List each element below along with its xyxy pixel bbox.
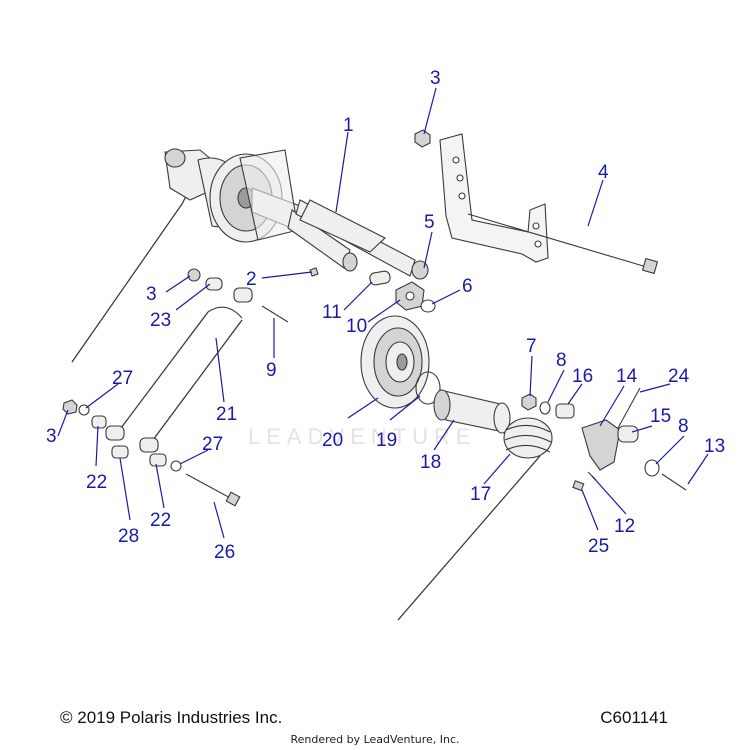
callout-20: 20	[322, 430, 343, 451]
callout-10: 10	[346, 316, 367, 337]
callout-23: 23	[150, 310, 171, 331]
nut-3-top	[414, 129, 431, 148]
rendered-by-text: Rendered by LeadVenture, Inc.	[290, 733, 460, 746]
callout-28: 28	[118, 526, 139, 547]
shaft-assembly	[164, 148, 429, 280]
callout-12: 12	[614, 516, 635, 537]
callout-3-left: 3	[46, 426, 57, 447]
callout-11: 11	[322, 302, 342, 323]
callout-21: 21	[216, 404, 237, 425]
callout-27-left: 27	[112, 368, 133, 389]
callout-27-right: 27	[202, 434, 223, 455]
spring-17	[397, 417, 553, 621]
pivot-bracket	[439, 133, 549, 263]
callout-4: 4	[598, 162, 609, 183]
callout-15: 15	[650, 406, 671, 427]
callout-26: 26	[214, 542, 235, 563]
callout-16: 16	[572, 366, 593, 387]
callout-6: 6	[462, 276, 473, 297]
watermark: LEADVENTURE	[248, 424, 477, 449]
callout-7: 7	[526, 336, 537, 357]
callout-14: 14	[616, 366, 638, 387]
diagram-code: C601141	[600, 708, 668, 727]
callout-3-mid: 3	[146, 284, 157, 305]
callout-1: 1	[343, 115, 354, 136]
bolt-4	[467, 213, 651, 269]
callout-5: 5	[424, 212, 435, 233]
callout-13: 13	[704, 436, 725, 457]
callout-25: 25	[588, 536, 609, 557]
link-21	[117, 306, 243, 445]
callout-22-left: 22	[86, 472, 107, 493]
callout-8-lower: 8	[678, 416, 689, 437]
arm-14	[581, 419, 621, 471]
pulley-20	[360, 315, 430, 409]
callout-24: 24	[668, 366, 690, 387]
callout-2: 2	[246, 269, 257, 290]
callout-22-right: 22	[150, 510, 171, 531]
callout-9: 9	[266, 360, 277, 381]
callout-19: 19	[376, 430, 397, 451]
callout-17: 17	[470, 484, 491, 505]
callout-3-top: 3	[430, 68, 441, 89]
callout-8-upper: 8	[556, 350, 567, 371]
copyright-text: © 2019 Polaris Industries Inc.	[60, 708, 283, 727]
callout-18: 18	[420, 452, 441, 473]
